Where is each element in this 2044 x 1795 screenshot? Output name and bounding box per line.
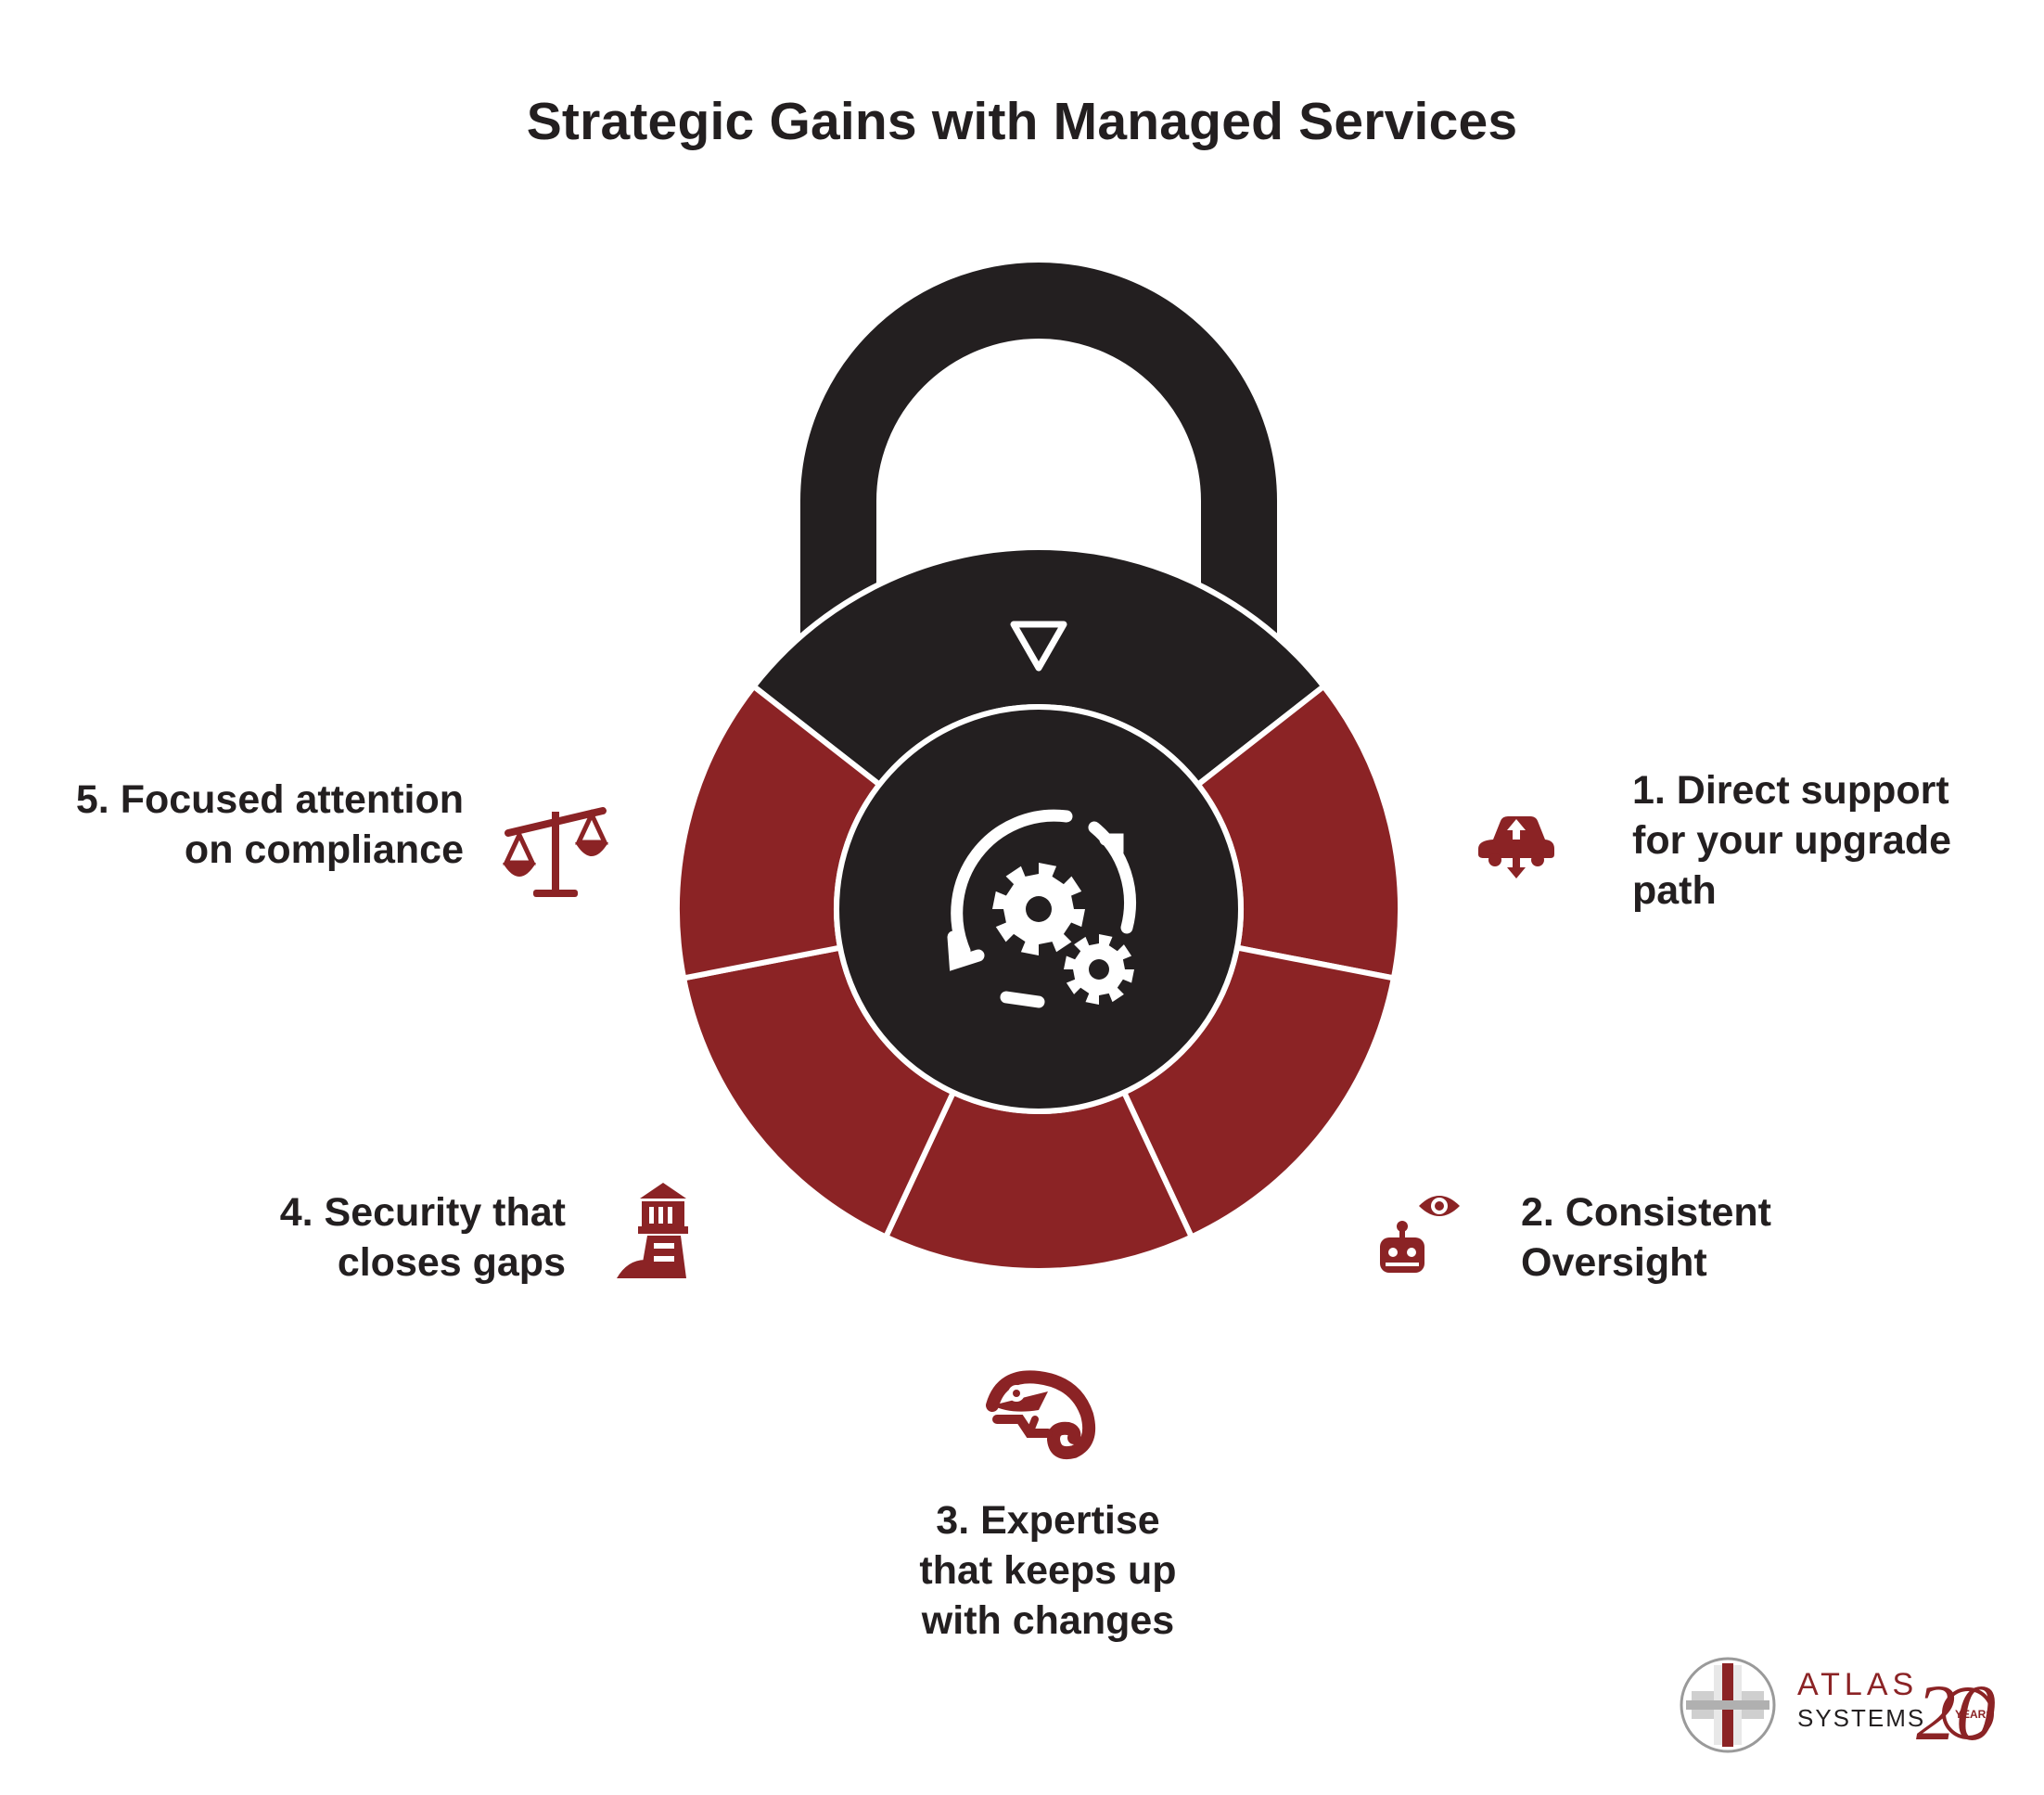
twenty-years-badge: 20 YEARS xyxy=(1916,1668,1996,1750)
item-4-line-2: closes gaps xyxy=(337,1240,566,1285)
badge-number: 20 xyxy=(1916,1668,1996,1750)
item-2-line-1: 2. Consistent xyxy=(1521,1190,1771,1235)
item-2-label: 2. Consistent Oversight xyxy=(1521,1187,1771,1288)
item-2-line-2: Oversight xyxy=(1521,1240,1707,1285)
item-4-label: 4. Security that closes gaps xyxy=(185,1187,566,1288)
logo-line-1: ATLAS xyxy=(1797,1667,1919,1702)
chameleon-icon xyxy=(986,1370,1096,1460)
item-3-line-1: 3. Expertise xyxy=(936,1498,1160,1543)
item-1-line-2: for your upgrade xyxy=(1632,818,1952,863)
atlas-systems-logo: ATLAS SYSTEMS 20 YEARS xyxy=(1679,1656,2003,1758)
robot-eye-icon xyxy=(1380,1196,1460,1273)
item-3-label: 3. Expertise that keeps up with changes xyxy=(853,1495,1243,1646)
car-upload-icon xyxy=(1478,816,1554,878)
lighthouse-icon xyxy=(617,1183,688,1278)
gears-cycle-icon xyxy=(947,809,1136,1008)
logo-line-2: SYSTEMS xyxy=(1797,1704,1926,1732)
page-title: Strategic Gains with Managed Services xyxy=(526,92,1518,151)
atlas-emblem-icon xyxy=(1680,1657,1776,1753)
item-5-line-1: 5. Focused attention xyxy=(75,777,464,822)
item-1-line-1: 1. Direct support xyxy=(1632,768,1949,813)
item-3-line-2: that keeps up xyxy=(919,1548,1177,1593)
padlock-shackle xyxy=(800,263,1277,668)
badge-label: YEARS xyxy=(1955,1708,1993,1721)
balance-scale-icon xyxy=(503,807,608,897)
item-3-line-3: with changes xyxy=(921,1598,1175,1643)
triangle-down-icon xyxy=(1010,621,1067,672)
item-5-label: 5. Focused attention on compliance xyxy=(46,775,464,875)
item-5-line-2: on compliance xyxy=(184,827,464,872)
item-4-line-1: 4. Security that xyxy=(279,1190,566,1235)
item-1-label: 1. Direct support for your upgrade path xyxy=(1632,765,1951,916)
item-1-line-3: path xyxy=(1632,868,1717,913)
